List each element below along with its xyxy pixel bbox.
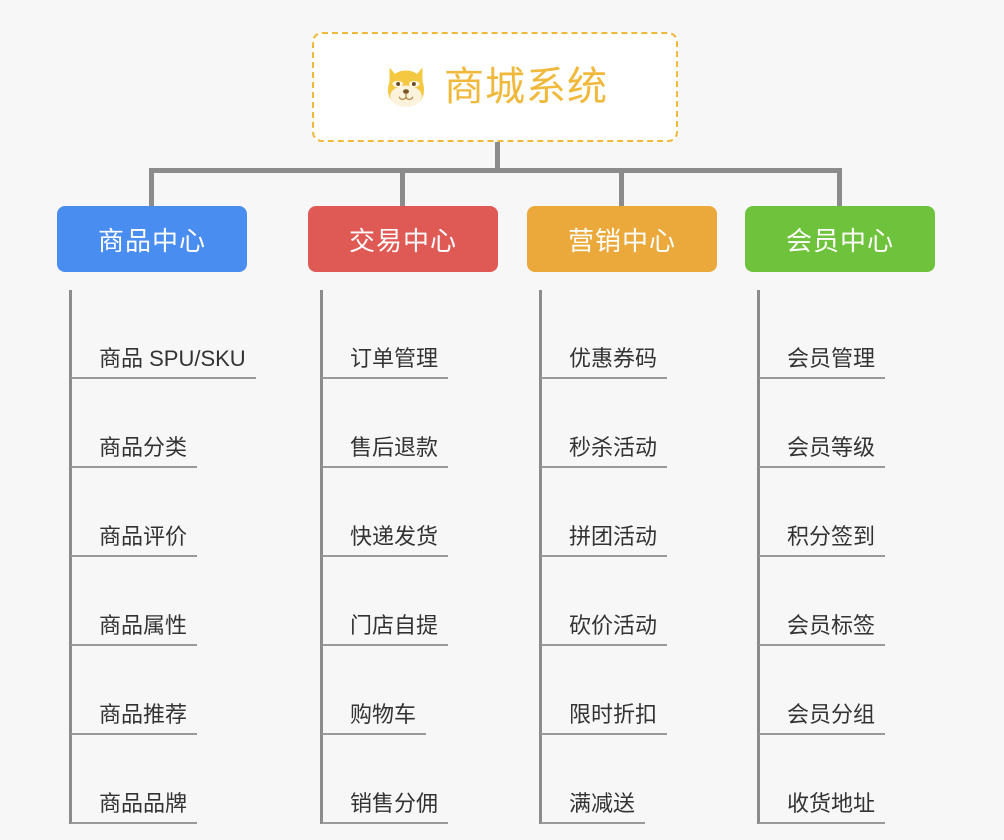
list-item[interactable]: 商品属性	[71, 557, 247, 646]
leaf-spine-1	[69, 290, 72, 824]
leaf-list-1: 商品 SPU/SKU 商品分类 商品评价 商品属性 商品推荐 商品品牌	[57, 290, 256, 824]
root-node[interactable]: 商城系统	[312, 32, 678, 142]
leaf-label: 限时折扣	[541, 702, 668, 735]
leaf-list-2: 订单管理 售后退款 快递发货 门店自提 购物车 销售分佣	[308, 290, 498, 824]
list-item[interactable]: 商品分类	[71, 379, 247, 468]
leaf-label: 销售分佣	[322, 791, 449, 824]
branch-title-1: 商品中心	[97, 225, 206, 256]
branch-title-4: 会员中心	[785, 225, 894, 256]
leaf-label: 商品品牌	[71, 791, 198, 824]
leaf-spine-2	[320, 290, 323, 824]
leaf-spine-4	[757, 290, 760, 824]
leaf-label: 满减送	[541, 791, 646, 824]
connector-branch-stem-4	[837, 168, 842, 206]
list-item[interactable]: 销售分佣	[322, 735, 498, 824]
leaf-label: 订单管理	[322, 346, 449, 379]
leaf-list-4: 会员管理 会员等级 积分签到 会员标签 会员分组 收货地址	[745, 290, 935, 824]
leaf-label: 会员标签	[759, 613, 886, 646]
shiba-dog-icon	[388, 67, 424, 107]
leaf-label: 商品推荐	[71, 702, 198, 735]
leaf-label: 商品分类	[71, 435, 198, 468]
list-item[interactable]: 会员等级	[759, 379, 935, 468]
list-item[interactable]: 优惠券码	[541, 290, 717, 379]
list-item[interactable]: 商品推荐	[71, 646, 247, 735]
list-item[interactable]: 订单管理	[322, 290, 498, 379]
leaf-label: 会员管理	[759, 346, 886, 379]
list-item[interactable]: 秒杀活动	[541, 379, 717, 468]
list-item[interactable]: 售后退款	[322, 379, 498, 468]
leaf-label: 拼团活动	[541, 524, 668, 557]
list-item[interactable]: 会员分组	[759, 646, 935, 735]
leaf-label: 门店自提	[322, 613, 449, 646]
branch-column-1: 商品中心 商品 SPU/SKU 商品分类 商品评价 商品属性 商品推荐 商品品牌	[57, 206, 256, 824]
leaf-spine-3	[539, 290, 542, 824]
leaf-label: 会员分组	[759, 702, 886, 735]
leaf-label: 商品 SPU/SKU	[71, 346, 256, 379]
branch-column-2: 交易中心 订单管理 售后退款 快递发货 门店自提 购物车 销售分佣	[308, 206, 498, 824]
branch-header-2[interactable]: 交易中心	[308, 206, 498, 272]
connector-branch-stem-1	[149, 168, 154, 206]
list-item[interactable]: 商品评价	[71, 468, 247, 557]
leaf-label: 积分签到	[759, 524, 886, 557]
branch-header-1[interactable]: 商品中心	[57, 206, 247, 272]
branch-header-4[interactable]: 会员中心	[745, 206, 935, 272]
list-item[interactable]: 快递发货	[322, 468, 498, 557]
branch-title-3: 营销中心	[567, 225, 676, 256]
list-item[interactable]: 限时折扣	[541, 646, 717, 735]
branch-column-4: 会员中心 会员管理 会员等级 积分签到 会员标签 会员分组 收货地址	[745, 206, 935, 824]
leaf-label: 售后退款	[322, 435, 449, 468]
leaf-label: 购物车	[322, 702, 427, 735]
leaf-label: 商品评价	[71, 524, 198, 557]
list-item[interactable]: 满减送	[541, 735, 717, 824]
list-item[interactable]: 商品品牌	[71, 735, 247, 824]
branch-header-3[interactable]: 营销中心	[527, 206, 717, 272]
list-item[interactable]: 收货地址	[759, 735, 935, 824]
leaf-label: 优惠券码	[541, 346, 668, 379]
list-item[interactable]: 购物车	[322, 646, 498, 735]
leaf-label: 收货地址	[759, 791, 886, 824]
leaf-label: 砍价活动	[541, 613, 668, 646]
branch-title-2: 交易中心	[348, 225, 457, 256]
branch-column-3: 营销中心 优惠券码 秒杀活动 拼团活动 砍价活动 限时折扣 满减送	[527, 206, 717, 824]
root-label: 商城系统	[444, 65, 608, 109]
connector-branch-stem-3	[619, 168, 624, 206]
leaf-list-3: 优惠券码 秒杀活动 拼团活动 砍价活动 限时折扣 满减送	[527, 290, 717, 824]
connector-horizontal-bus	[149, 168, 842, 173]
list-item[interactable]: 门店自提	[322, 557, 498, 646]
list-item[interactable]: 商品 SPU/SKU	[71, 290, 256, 379]
list-item[interactable]: 会员管理	[759, 290, 935, 379]
list-item[interactable]: 会员标签	[759, 557, 935, 646]
connector-root-stem	[495, 142, 500, 171]
leaf-label: 商品属性	[71, 613, 198, 646]
list-item[interactable]: 拼团活动	[541, 468, 717, 557]
leaf-label: 快递发货	[322, 524, 449, 557]
list-item[interactable]: 砍价活动	[541, 557, 717, 646]
leaf-label: 会员等级	[759, 435, 886, 468]
leaf-label: 秒杀活动	[541, 435, 668, 468]
connector-branch-stem-2	[400, 168, 405, 206]
list-item[interactable]: 积分签到	[759, 468, 935, 557]
